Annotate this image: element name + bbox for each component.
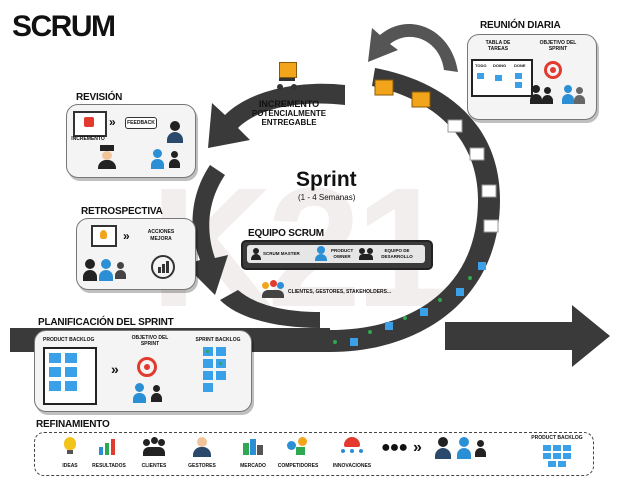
spiral-sticky [350, 338, 358, 346]
dev-team-icon [151, 149, 187, 169]
task-col-todo: TODO [475, 63, 487, 68]
scrum-master-label: SCRUM MASTER [263, 251, 300, 256]
spiral-task [483, 219, 499, 233]
review-increment-label: INCREMENTO [71, 136, 105, 142]
sprint-backlog-label: SPRINT BACKLOG [195, 337, 241, 343]
chevron-right-icon: » [111, 361, 119, 377]
task-board-label: TABLA DE TAREAS [485, 40, 511, 52]
cycle-arrow-top [208, 83, 345, 148]
chevron-right-icon: » [413, 439, 422, 456]
team-panel: SCRUM MASTER PRODUCT OWNER EQUIPO DE DES… [241, 240, 433, 270]
cart-package-icon [275, 62, 299, 92]
chevron-right-icon: » [109, 115, 116, 129]
stakeholders-icon [262, 280, 284, 300]
increment-line-2: POTENCIALMENTE [251, 109, 327, 118]
review-panel: INCREMENTO » FEEDBACK [66, 104, 196, 178]
idea-board-icon [91, 225, 117, 247]
increment-line-3: ENTREGABLE [261, 118, 317, 127]
planning-panel: PRODUCT BACKLOG » OBJETIVO DEL SPRINT SP… [34, 330, 252, 412]
team-people-icon [530, 85, 588, 107]
task-board: TODO DOING DONE [471, 59, 533, 97]
spiral-sticky [456, 288, 464, 296]
innovations-icon [341, 437, 363, 455]
refinement-header: REFINAMIENTO [36, 419, 110, 430]
lightbulb-icon [63, 437, 77, 455]
cycle-arrow-bottom [220, 290, 320, 328]
spiral-dot [468, 276, 472, 280]
package-icon [411, 91, 431, 108]
increment-label: INCREMENTO POTENCIALMENTE ENTREGABLE [248, 99, 330, 128]
product-owner-icon [315, 246, 327, 261]
spiral-task [469, 147, 485, 161]
scrum-master-icon [251, 248, 261, 260]
refinement-item-results: RESULTADOS [92, 463, 126, 469]
spiral-dot [403, 316, 407, 320]
product-owner-label: PRODUCT OWNER [331, 248, 354, 259]
actions-label: ACCIONES MEJORA [147, 229, 175, 242]
planning-goal-label: OBJETIVO DEL SPRINT [131, 335, 169, 347]
daily-loop-arrow [368, 24, 458, 72]
refinement-item-ideas: IDEAS [62, 463, 78, 469]
spiral-dot [333, 340, 337, 344]
competitors-icon [287, 437, 309, 455]
product-owner-icon [435, 437, 451, 459]
spiral-task [481, 184, 497, 198]
sprint-backlog-board [203, 347, 233, 401]
dev-team-icon [359, 248, 375, 260]
retro-panel: » ACCIONES MEJORA [76, 218, 196, 290]
refinement-item-market: MERCADO [240, 463, 266, 469]
spiral-task [447, 119, 463, 133]
refinement-item-managers: GESTORES [188, 463, 216, 469]
more-dots-icon: ●●● [381, 439, 408, 456]
task-col-doing: DOING [493, 63, 507, 68]
review-header: REVISIÓN [76, 92, 123, 103]
retro-header: RETROSPECTIVA [81, 206, 163, 217]
managers-icon [193, 437, 211, 457]
page-title: SCRUM [12, 10, 116, 43]
sprint-duration: (1 - 4 Semanas) [298, 193, 356, 202]
team-icon [457, 437, 503, 459]
target-icon [544, 61, 562, 79]
team-header: EQUIPO SCRUM [248, 228, 324, 239]
spiral-sticky [385, 322, 393, 330]
refinement-product-backlog-label: PRODUCT BACKLOG [531, 435, 583, 441]
refinement-item-clients: CLIENTES [141, 463, 167, 469]
spiral-sticky [420, 308, 428, 316]
refinement-panel: IDEAS RESULTADOS CLIENTES GESTORES MERCA… [34, 432, 594, 476]
stakeholders-label: CLIENTES, GESTORES, STAKEHOLDERS... [288, 289, 392, 295]
results-icon [99, 439, 117, 455]
daily-panel: TABLA DE TAREAS OBJETIVO DEL SPRINT TODO… [467, 34, 597, 120]
product-owner-icon [167, 121, 183, 143]
clients-icon [143, 437, 165, 457]
daily-header: REUNIÓN DIARIA [480, 20, 561, 31]
package-icon [374, 79, 394, 96]
target-icon [137, 357, 157, 377]
sprint-goal-label: OBJETIVO DEL SPRINT [539, 40, 577, 52]
increment-line-1: INCREMENTO [258, 99, 320, 109]
spiral-dot [438, 298, 442, 302]
planning-header: PLANIFICACIÓN DEL SPRINT [38, 317, 174, 328]
team-icon [133, 383, 175, 405]
stakeholder-icon [97, 145, 117, 169]
spiral-items [333, 119, 499, 346]
dev-team-label: EQUIPO DE DESARROLLO [381, 248, 413, 259]
sprint-title: Sprint [296, 168, 357, 191]
refinement-backlog-board [543, 445, 573, 471]
increment-screen [73, 111, 107, 137]
planning-product-backlog-label: PRODUCT BACKLOG [43, 337, 95, 343]
refinement-item-competitors: COMPETIDORES [277, 463, 319, 469]
team-icon [83, 259, 131, 281]
product-backlog-board [43, 347, 97, 405]
spiral-dot [368, 330, 372, 334]
feedback-label: FEEDBACK [125, 117, 157, 129]
sprint-spiral [330, 68, 500, 352]
chevron-right-icon: » [123, 229, 130, 243]
market-icon [243, 437, 263, 455]
exit-flow-arrow [445, 305, 610, 367]
improvement-chart-icon [151, 255, 175, 279]
spiral-sticky [478, 262, 486, 270]
refinement-item-innovations: INNOVACIONES [332, 463, 372, 469]
task-col-done: DONE [514, 63, 526, 68]
